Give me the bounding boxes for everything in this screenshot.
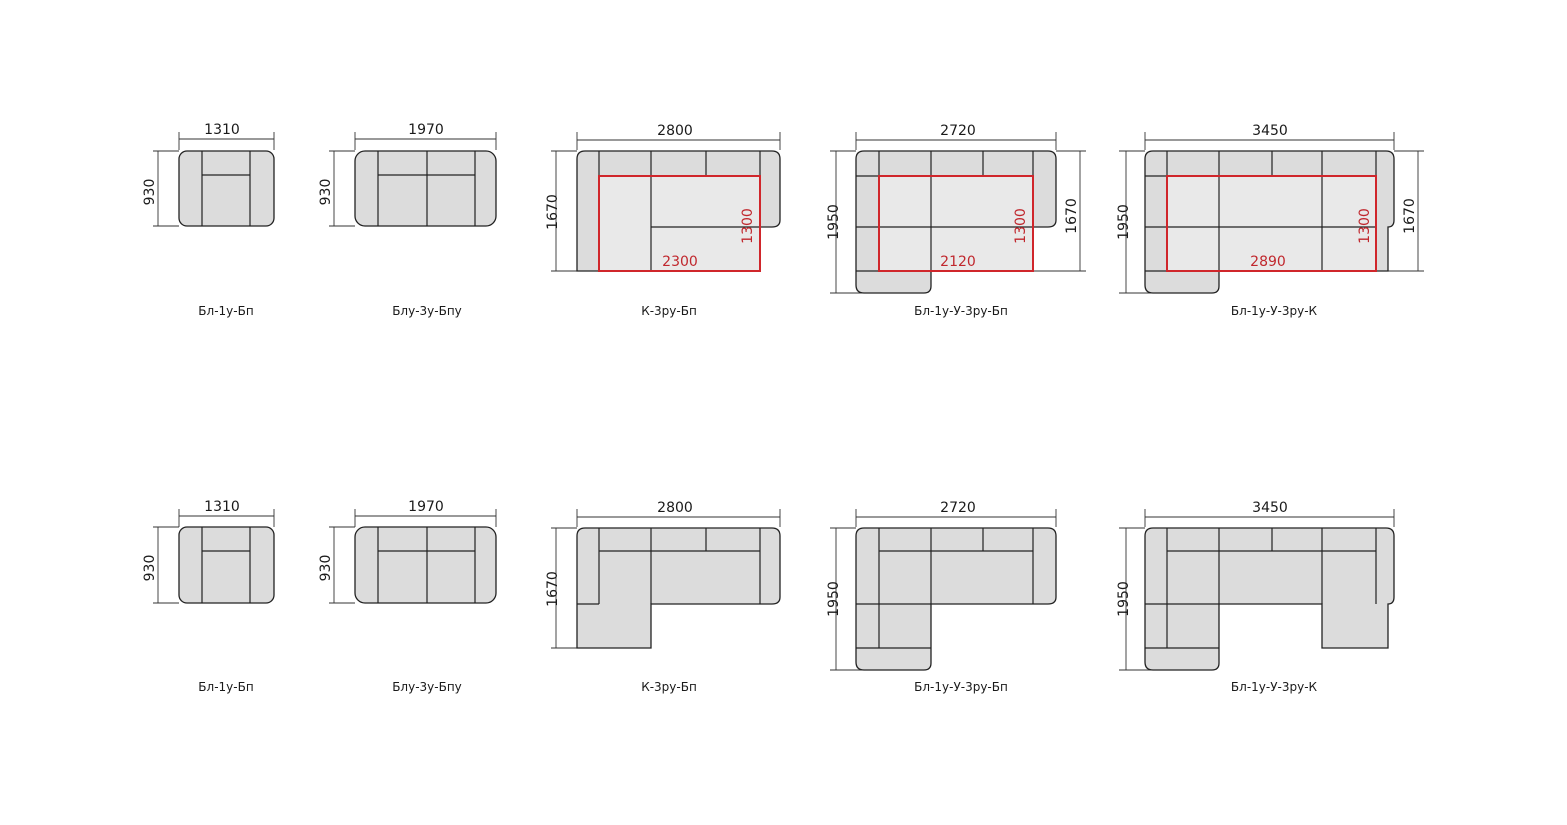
r2-corner-caption: К-3ру-Бп bbox=[641, 680, 697, 694]
r2-armchair-width: 1310 bbox=[204, 499, 240, 515]
r2-armchair-caption: Бл-1у-Бп bbox=[198, 680, 253, 694]
r2-u-sofa: 3450 1950 Бл-1у-У-3ру-К bbox=[1116, 500, 1395, 694]
r1-corner-caption: К-3ру-Бп bbox=[641, 304, 697, 318]
r2-u-caption: Бл-1у-У-3ру-К bbox=[1231, 680, 1318, 694]
r1-l-depth-right: 1670 bbox=[1064, 198, 1080, 234]
r2-sofa-depth: 930 bbox=[318, 555, 334, 582]
r1-armchair: 1310 930 Бл-1у-Бп bbox=[142, 122, 275, 318]
r1-corner-bed-width: 2300 bbox=[662, 254, 698, 270]
r1-l-sofa: 2720 1950 1670 2120 1300 Бл-1у-У-3ру-Бп bbox=[826, 123, 1086, 318]
r1-l-bed-depth: 1300 bbox=[1013, 208, 1029, 244]
r1-u-bed-depth: 1300 bbox=[1357, 208, 1373, 244]
r1-l-depth: 1950 bbox=[826, 204, 842, 240]
r1-u-depth: 1950 bbox=[1116, 204, 1132, 240]
r1-sofa-depth: 930 bbox=[318, 179, 334, 206]
r1-l-caption: Бл-1у-У-3ру-Бп bbox=[914, 304, 1008, 318]
r1-sofa: 1970 930 Блу-3у-Бпу bbox=[318, 122, 497, 318]
r2-l-sofa: 2720 1950 Бл-1у-У-3ру-Бп bbox=[826, 500, 1057, 694]
r2-l-depth: 1950 bbox=[826, 581, 842, 617]
r2-u-depth: 1950 bbox=[1116, 581, 1132, 617]
r1-armchair-width: 1310 bbox=[204, 122, 240, 138]
r1-u-bed-width: 2890 bbox=[1250, 254, 1286, 270]
r2-u-width: 3450 bbox=[1252, 500, 1288, 516]
r1-corner-sofa: 2800 1670 2300 1300 К-3ру-Бп bbox=[545, 123, 781, 318]
r1-corner-depth: 1670 bbox=[545, 194, 561, 230]
r2-sofa-width: 1970 bbox=[408, 499, 444, 515]
r2-l-width: 2720 bbox=[940, 500, 976, 516]
r1-armchair-caption: Бл-1у-Бп bbox=[198, 304, 253, 318]
r1-sofa-width: 1970 bbox=[408, 122, 444, 138]
r1-u-width: 3450 bbox=[1252, 123, 1288, 139]
r1-l-bed-width: 2120 bbox=[940, 254, 976, 270]
r2-corner-width: 2800 bbox=[657, 500, 693, 516]
r2-armchair-depth: 930 bbox=[142, 555, 158, 582]
r1-sofa-caption: Блу-3у-Бпу bbox=[392, 304, 462, 318]
r2-corner-sofa: 2800 1670 К-3ру-Бп bbox=[545, 500, 781, 694]
r1-armchair-depth: 930 bbox=[142, 179, 158, 206]
r2-sofa: 1970 930 Блу-3у-Бпу bbox=[318, 499, 497, 694]
r1-l-width: 2720 bbox=[940, 123, 976, 139]
r2-armchair: 1310 930 Бл-1у-Бп bbox=[142, 499, 275, 694]
r2-l-caption: Бл-1у-У-3ру-Бп bbox=[914, 680, 1008, 694]
r1-u-depth-right: 1670 bbox=[1402, 198, 1418, 234]
r1-u-sofa: 3450 1950 1670 2890 1300 Бл-1у-У-3ру-К bbox=[1116, 123, 1424, 318]
r1-u-caption: Бл-1у-У-3ру-К bbox=[1231, 304, 1318, 318]
r2-corner-depth: 1670 bbox=[545, 571, 561, 607]
r1-corner-bed-depth: 1300 bbox=[740, 208, 756, 244]
r2-sofa-caption: Блу-3у-Бпу bbox=[392, 680, 462, 694]
r1-corner-width: 2800 bbox=[657, 123, 693, 139]
